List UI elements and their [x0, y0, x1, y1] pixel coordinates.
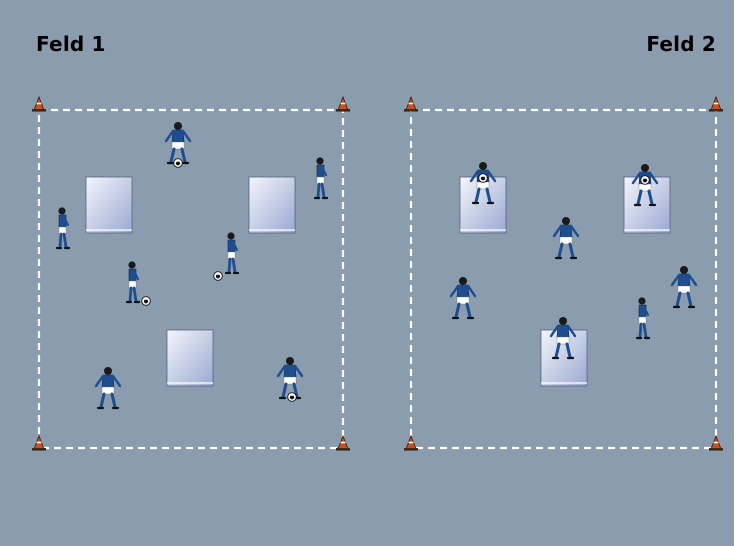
player-icon	[313, 155, 329, 200]
ball-icon	[640, 175, 650, 185]
ball-icon	[287, 392, 297, 402]
cone-icon	[31, 435, 47, 452]
player-icon	[94, 365, 122, 410]
player-icon	[55, 205, 71, 250]
player-icon	[276, 355, 304, 400]
player-icon	[164, 120, 192, 165]
cone-icon	[708, 96, 724, 113]
field-1-boundary	[37, 108, 345, 450]
mini-goal-icon	[248, 176, 296, 234]
ball-icon	[141, 296, 151, 306]
field-2-label: Feld 2	[646, 32, 716, 56]
player-icon	[635, 295, 651, 340]
cone-icon	[708, 435, 724, 452]
ball-icon	[213, 271, 223, 281]
cone-icon	[335, 435, 351, 452]
mini-goal-icon	[85, 176, 133, 234]
field-2-boundary	[409, 108, 718, 450]
cone-icon	[403, 435, 419, 452]
player-icon	[670, 264, 698, 309]
field-1-label: Feld 1	[36, 32, 106, 56]
cone-icon	[403, 96, 419, 113]
player-icon	[125, 259, 141, 304]
ball-icon	[173, 158, 183, 168]
player-icon	[552, 215, 580, 260]
player-icon	[449, 275, 477, 320]
cone-icon	[31, 96, 47, 113]
cone-icon	[335, 96, 351, 113]
player-icon	[224, 230, 240, 275]
mini-goal-icon	[166, 329, 214, 387]
ball-icon	[478, 173, 488, 183]
